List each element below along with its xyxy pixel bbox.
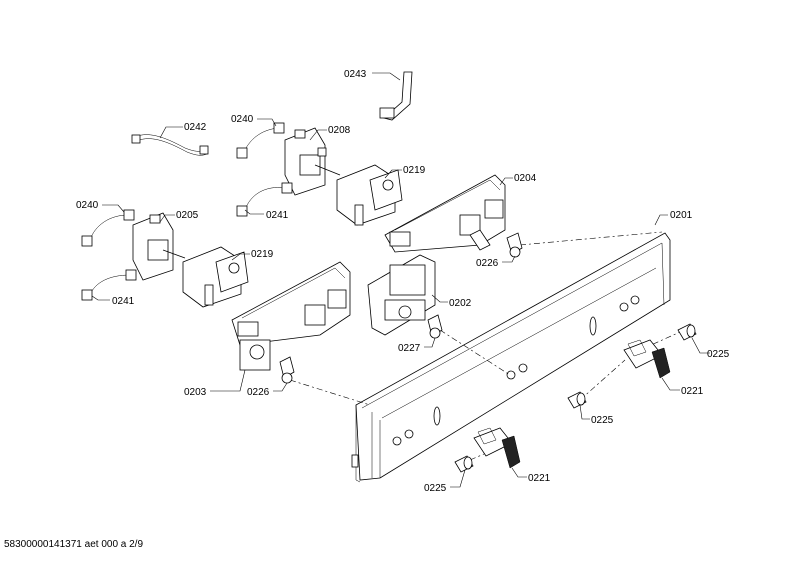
cable-0243: [379, 71, 413, 121]
label-0221-lower: 0221: [528, 473, 551, 484]
label-0225-lower: 0225: [424, 483, 447, 494]
label-0225-middle: 0225: [591, 415, 614, 426]
timer-module-0202: [367, 254, 436, 336]
document-footer: 58300000141371 aet 000 a 2/9: [4, 539, 144, 550]
label-0219-left: 0219: [251, 249, 274, 260]
pin-0225-right: [677, 323, 697, 341]
label-0227: 0227: [398, 343, 421, 354]
label-0201: 0201: [670, 210, 693, 221]
switch-0205: [132, 212, 186, 281]
front-panel-0201: [351, 232, 671, 483]
clip-0227: [427, 314, 443, 339]
knob-0221-lower: [473, 427, 521, 469]
motor-0219-left: [182, 246, 249, 308]
label-0219-top: 0219: [403, 165, 426, 176]
label-0241-top: 0241: [266, 210, 289, 221]
clip-0226-lower: [279, 356, 295, 384]
clip-0226-upper: [506, 232, 523, 258]
label-0208: 0208: [328, 125, 351, 136]
label-0205: 0205: [176, 210, 199, 221]
label-0241-left: 0241: [112, 296, 135, 307]
label-0242: 0242: [184, 122, 207, 133]
cable-0242: [131, 134, 209, 156]
label-0203: 0203: [184, 387, 207, 398]
control-board-0203: [231, 261, 351, 371]
control-board-0204: [384, 174, 506, 253]
knob-0221-right: [623, 339, 671, 379]
label-0226-lower: 0226: [247, 387, 270, 398]
switch-0208: [284, 127, 341, 196]
label-0225-right: 0225: [707, 349, 730, 360]
pin-0225-middle: [567, 391, 587, 409]
label-0240-top: 0240: [231, 114, 254, 125]
pin-0225-lower: [454, 455, 474, 473]
cable-0240-top: [236, 122, 285, 159]
cable-0240-left: [81, 209, 135, 247]
leader-lines: [91, 72, 710, 488]
motor-0219-top: [336, 164, 403, 226]
label-0226-upper: 0226: [476, 258, 499, 269]
label-0240-left: 0240: [76, 200, 99, 211]
label-0221-right: 0221: [681, 386, 704, 397]
label-0202: 0202: [449, 298, 472, 309]
cable-0241-left: [81, 269, 137, 301]
label-0243: 0243: [344, 69, 367, 80]
label-0204: 0204: [514, 173, 537, 184]
part-labels: 0243 0242 0240 0208 0219 0204 0240 0205 …: [76, 69, 730, 494]
cable-0241-top: [236, 182, 293, 217]
